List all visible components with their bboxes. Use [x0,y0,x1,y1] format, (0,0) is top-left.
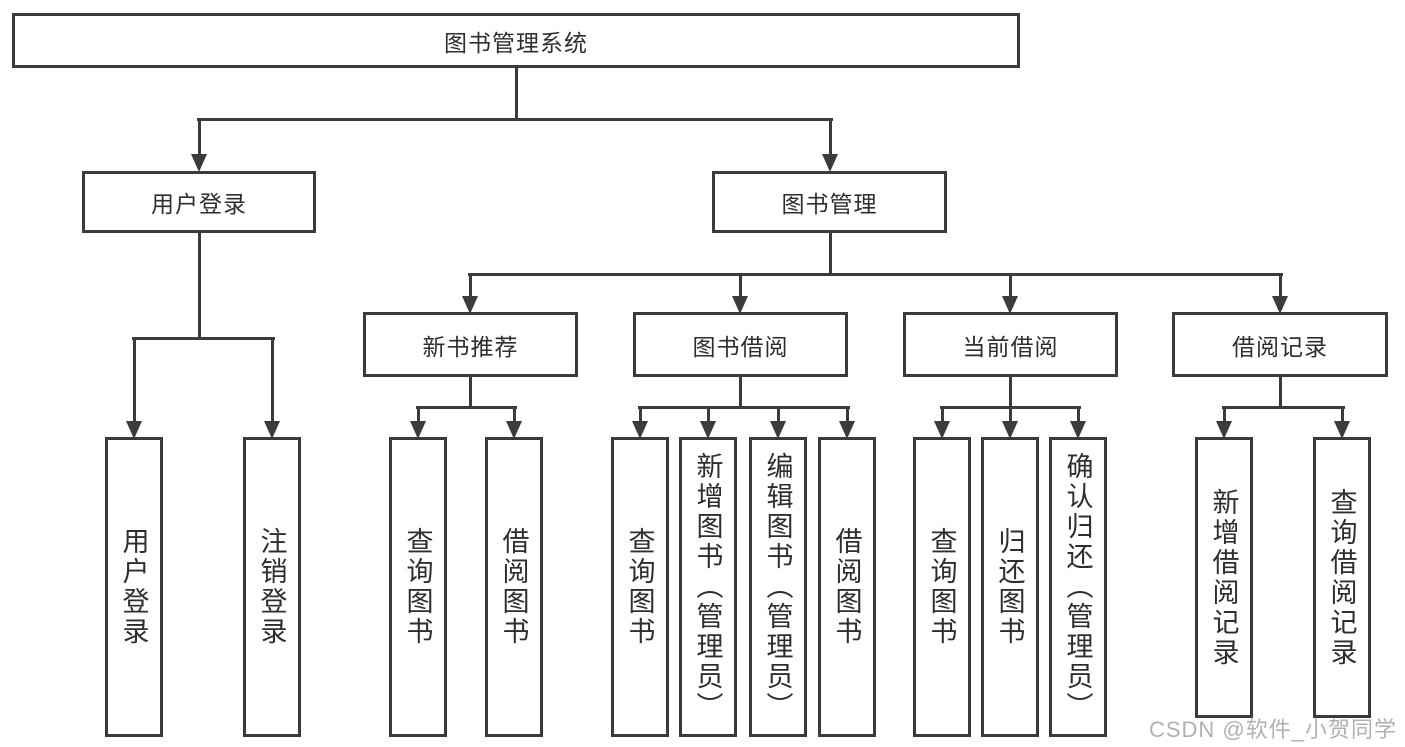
node-leaf-query-books-recommend: 查询图书 [389,437,447,737]
arrow-down-icon [191,154,207,172]
node-leaf-query-books-current: 查询图书 [913,437,971,737]
connector-hline [416,406,517,409]
arrow-down-icon [264,421,280,439]
node-root: 图书管理系统 [12,13,1020,68]
arrow-down-icon [934,421,950,439]
node-leaf-query-books-borrowing: 查询图书 [611,437,669,737]
arrow-shaft [1077,406,1080,423]
connector-hline [197,118,833,121]
node-label: 借阅图书 [498,527,529,647]
connector-vline [515,68,518,121]
arrow-down-icon [1272,296,1288,314]
node-label: 用户登录 [151,191,247,217]
arrow-down-icon [1002,296,1018,314]
arrow-shaft [829,118,832,156]
node-branch-user-login: 用户登录 [82,171,316,233]
node-leaf-user-login: 用户登录 [105,437,163,737]
connector-vline [829,233,832,276]
node-leaf-borrow-books-borrowing: 借阅图书 [818,437,876,737]
node-label: 借阅图书 [831,527,862,647]
arrow-shaft [417,406,420,423]
arrow-shaft [739,273,742,298]
node-label: 用户登录 [118,527,149,647]
node-branch-new-book-recommend: 新书推荐 [363,312,578,377]
arrow-shaft [513,406,516,423]
node-branch-current-borrowing: 当前借阅 [903,312,1118,377]
arrow-shaft [1341,406,1344,423]
node-branch-borrowing-records: 借阅记录 [1172,312,1388,377]
connector-hline [468,273,1283,276]
arrow-down-icon [770,421,786,439]
connector-hline [638,406,850,409]
arrow-shaft [271,337,274,423]
connector-vline [1279,377,1282,409]
node-branch-book-management: 图书管理 [712,171,947,233]
node-label: 确认归还（管理员） [1062,452,1093,722]
arrow-shaft [707,406,710,423]
node-label: 图书借阅 [692,333,789,360]
node-leaf-confirm-return-admin: 确认归还（管理员） [1049,437,1107,737]
node-label: 图书管理系统 [444,29,588,56]
node-label: 注销登录 [256,527,287,647]
connector-vline [198,233,201,340]
arrow-shaft [777,406,780,423]
arrow-shaft [639,406,642,423]
connector-vline [739,377,742,409]
node-leaf-return-book: 归还图书 [981,437,1039,737]
node-label: 查询图书 [402,527,433,647]
node-label: 借阅记录 [1232,333,1328,360]
arrow-shaft [1009,406,1012,423]
arrow-down-icon [632,421,648,439]
arrow-shaft [133,337,136,423]
node-label: 新增借阅记录 [1208,487,1239,668]
node-label: 编辑图书（管理员） [762,452,793,722]
node-leaf-logout: 注销登录 [243,437,301,737]
node-label: 查询图书 [624,527,655,647]
arrow-down-icon [822,154,838,172]
node-label: 查询借阅记录 [1326,487,1357,668]
node-label: 归还图书 [994,527,1025,647]
arrow-shaft [846,406,849,423]
arrow-down-icon [1002,421,1018,439]
arrow-down-icon [1070,421,1086,439]
arrow-down-icon [506,421,522,439]
arrow-down-icon [839,421,855,439]
connector-vline [1009,377,1012,409]
node-label: 图书管理 [781,191,878,217]
node-label: 当前借阅 [962,333,1059,360]
connector-hline [132,337,275,340]
arrow-shaft [1223,406,1226,423]
node-leaf-borrow-books-recommend: 借阅图书 [485,437,543,737]
arrow-down-icon [410,421,426,439]
connector-hline [1222,406,1345,409]
node-branch-book-borrowing: 图书借阅 [633,312,848,377]
connector-vline [469,377,472,409]
csdn-watermark: CSDN @软件_小贺同学 [1148,717,1397,742]
arrow-down-icon [1216,421,1232,439]
node-leaf-add-borrow-record: 新增借阅记录 [1195,437,1253,718]
node-label: 查询图书 [926,527,957,647]
arrow-shaft [1279,273,1282,298]
arrow-down-icon [462,296,478,314]
node-leaf-edit-book-admin: 编辑图书（管理员） [749,437,807,737]
arrow-down-icon [700,421,716,439]
node-leaf-query-borrow-record: 查询借阅记录 [1313,437,1371,718]
arrow-down-icon [1334,421,1350,439]
node-label: 新书推荐 [422,333,519,360]
node-label: 新增图书（管理员） [692,452,723,722]
arrow-down-icon [732,296,748,314]
arrow-shaft [941,406,944,423]
arrow-shaft [469,273,472,298]
arrow-shaft [198,118,201,156]
arrow-shaft [1009,273,1012,298]
arrow-down-icon [126,421,142,439]
node-leaf-add-book-admin: 新增图书（管理员） [679,437,737,737]
